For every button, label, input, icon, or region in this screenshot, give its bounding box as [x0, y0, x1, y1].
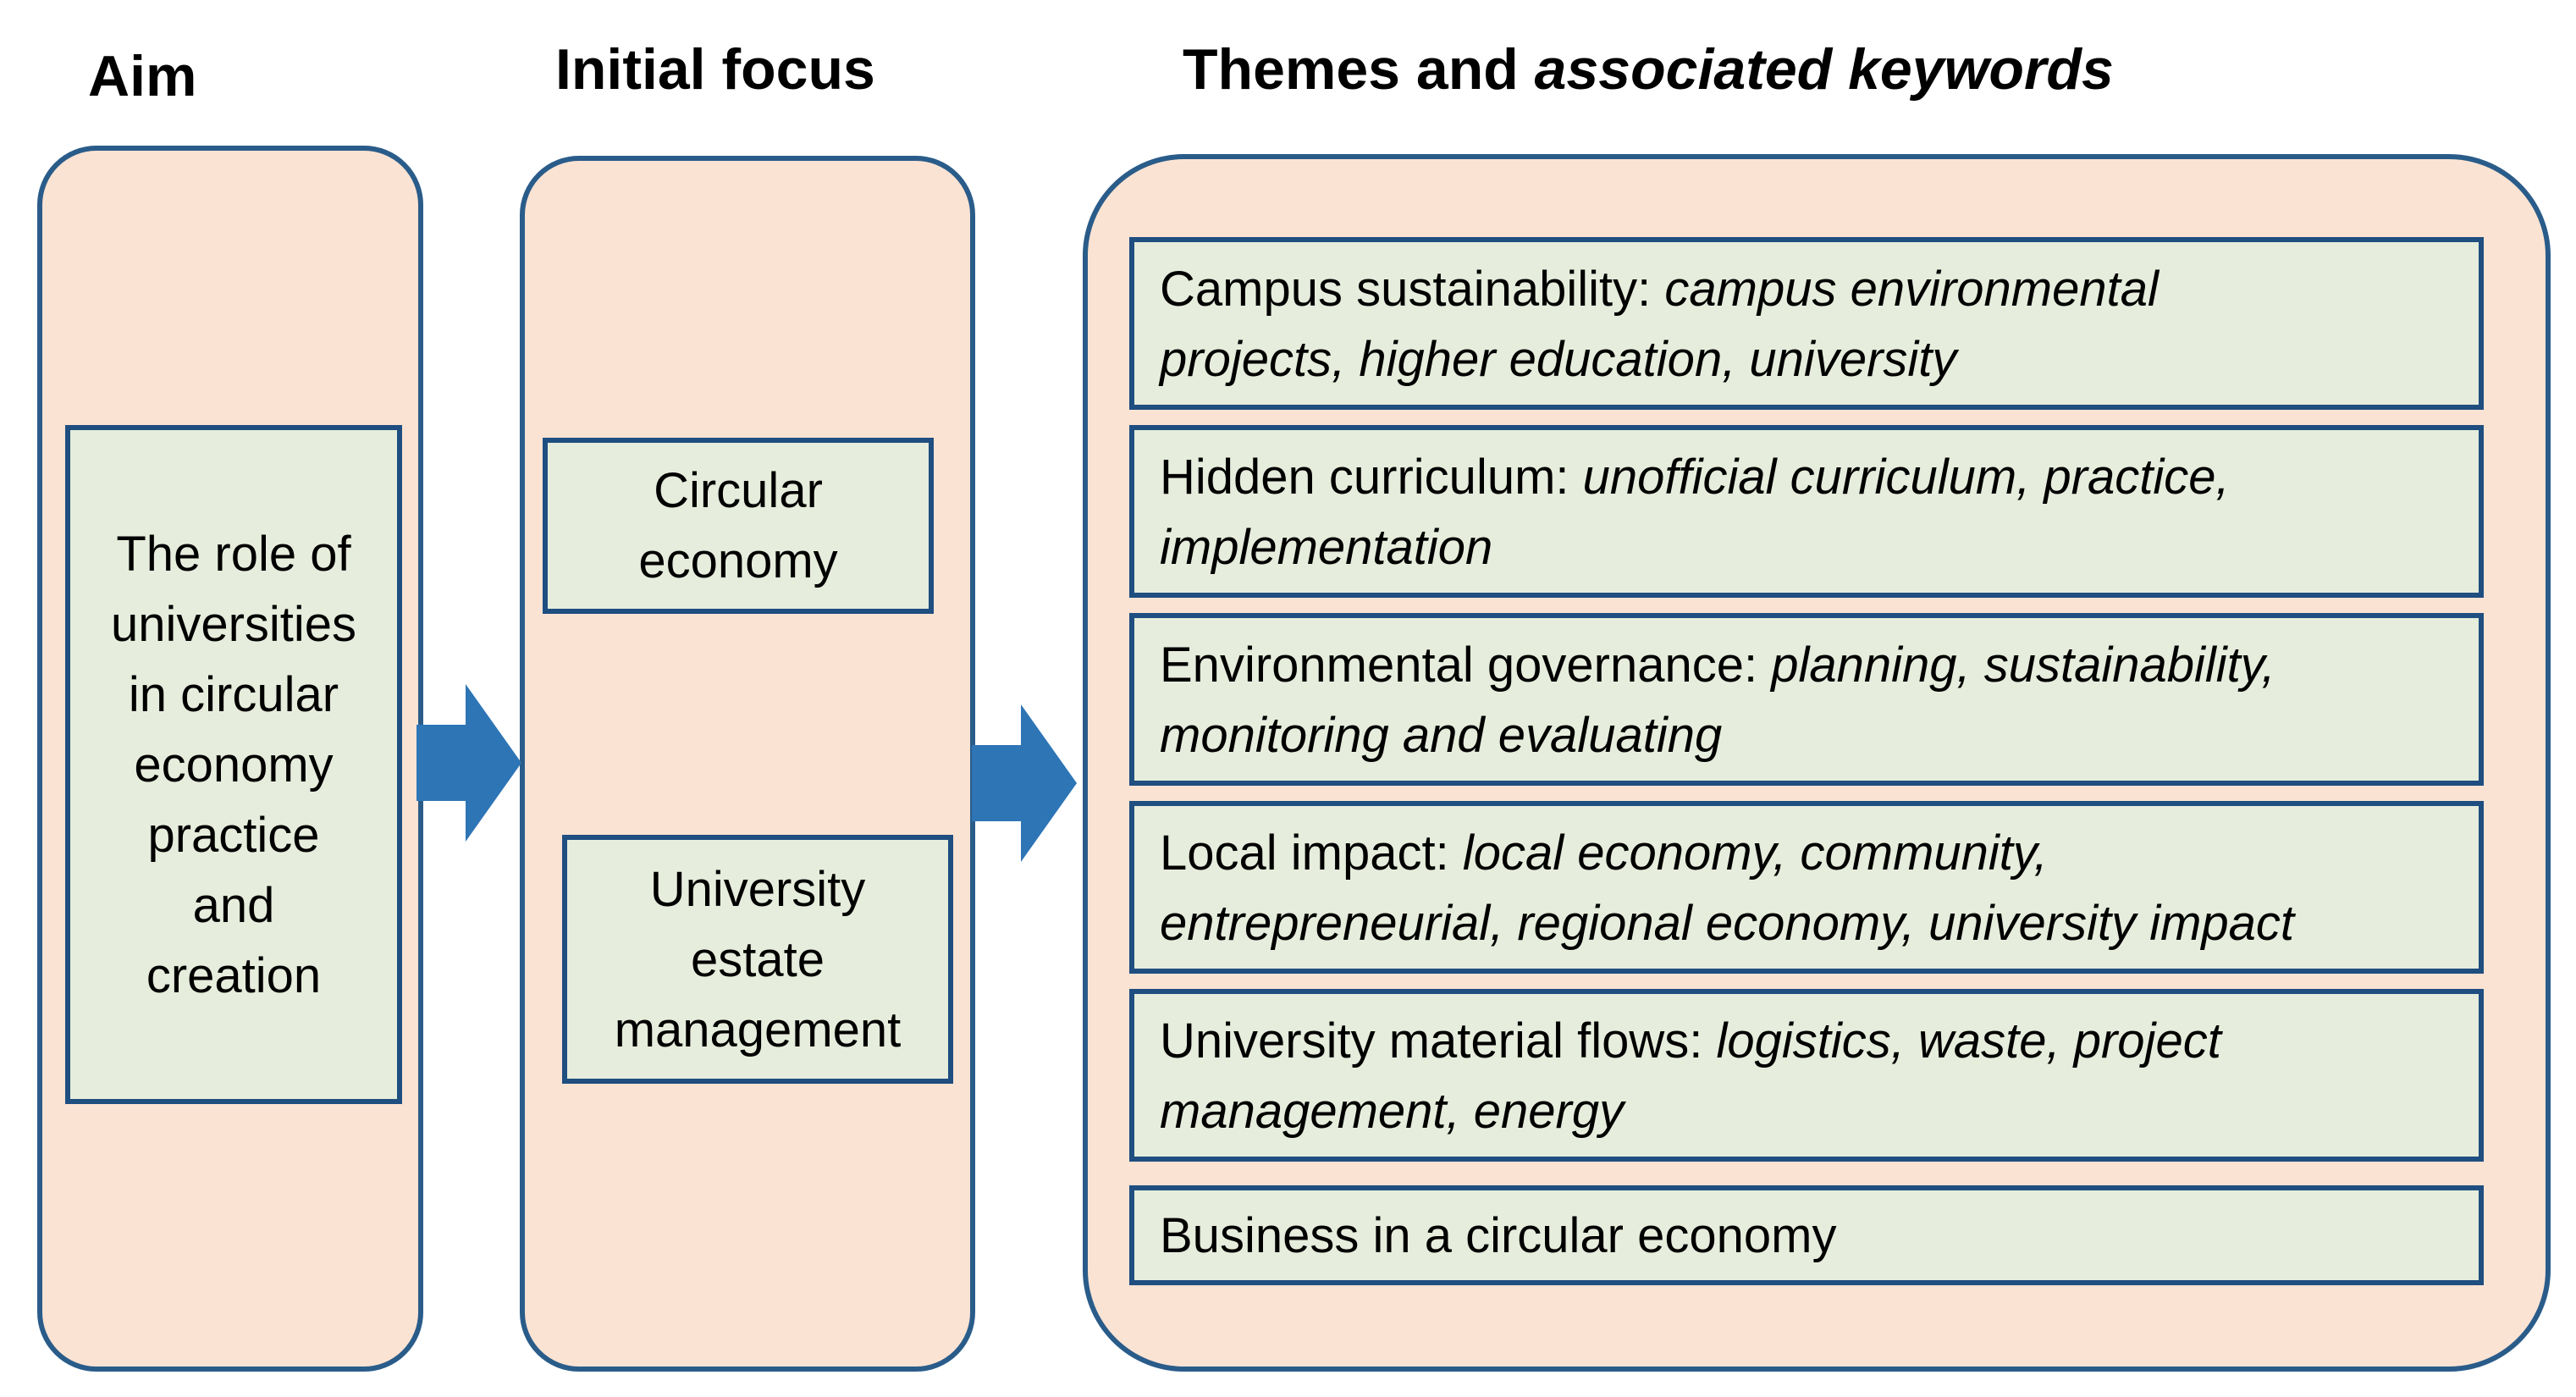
theme-name: University material flows:: [1160, 1013, 1717, 1068]
heading-themes-italic: associated keywords: [1534, 37, 2114, 102]
heading-initial-focus: Initial focus: [555, 37, 875, 102]
theme-keywords: unofficial curriculum, practice,: [1582, 450, 2230, 505]
theme-keywords: logistics, waste, project: [1716, 1013, 2221, 1068]
theme-box: Environmental governance: planning, sust…: [1129, 613, 2484, 786]
theme-box: Hidden curriculum: unofficial curriculum…: [1129, 425, 2484, 598]
theme-box: University material flows: logistics, wa…: [1129, 989, 2484, 1162]
aim-box: The role of universities in circular eco…: [65, 425, 402, 1104]
aim-line: practice: [147, 807, 320, 863]
university-estate-management-text: University estate management: [615, 854, 902, 1065]
theme-name: Hidden curriculum:: [1160, 450, 1583, 505]
aim-line: universities: [110, 596, 357, 652]
focus-line: management: [614, 1002, 902, 1057]
theme-name: Campus sustainability:: [1160, 262, 1665, 317]
theme-line: Campus sustainability: campus environmen…: [1160, 254, 2479, 324]
theme-keywords: planning, sustainability,: [1771, 638, 2275, 693]
theme-line: Environmental governance: planning, sust…: [1160, 630, 2479, 700]
circular-economy-box: Circular economy: [543, 438, 934, 614]
focus-line: economy: [638, 533, 838, 588]
heading-aim: Aim: [88, 44, 197, 108]
theme-box: Local impact: local economy, community, …: [1129, 801, 2484, 974]
aim-line: The role of: [116, 526, 351, 582]
aim-line: and: [192, 877, 275, 933]
theme-name: Environmental governance:: [1160, 638, 1772, 693]
circular-economy-text: Circular economy: [638, 456, 837, 596]
theme-line: Local impact: local economy, community,: [1160, 818, 2479, 888]
theme-box: Campus sustainability: campus environmen…: [1129, 237, 2484, 410]
arrow-right-icon: [416, 684, 521, 842]
theme-keywords: monitoring and evaluating: [1160, 708, 1723, 763]
theme-line: University material flows: logistics, wa…: [1160, 1006, 2479, 1076]
university-estate-management-box: University estate management: [562, 835, 953, 1084]
theme-keywords: projects, higher education, university: [1160, 332, 1957, 387]
focus-line: estate: [690, 931, 825, 987]
theme-keywords: campus environmental: [1664, 262, 2159, 317]
aim-line: in circular: [128, 666, 339, 722]
arrow-right-icon: [972, 704, 1077, 862]
theme-line: implementation: [1160, 512, 2479, 583]
heading-themes: Themes and associated keywords: [1183, 41, 2114, 98]
theme-name: Local impact:: [1160, 826, 1463, 881]
theme-line: management, energy: [1160, 1076, 2479, 1146]
theme-line: projects, higher education, university: [1160, 324, 2479, 395]
aim-line: economy: [134, 737, 334, 792]
focus-line: Circular: [654, 463, 823, 518]
theme-line: entrepreneurial, regional economy, unive…: [1160, 888, 2479, 958]
theme-keywords: entrepreneurial, regional economy, unive…: [1160, 896, 2295, 951]
theme-name: Business in a circular economy: [1160, 1207, 1837, 1263]
theme-line: monitoring and evaluating: [1160, 700, 2479, 770]
theme-keywords: management, energy: [1160, 1084, 1624, 1139]
focus-line: University: [649, 861, 866, 917]
initial-focus-column: [520, 156, 975, 1372]
aim-text: The role of universities in circular eco…: [111, 519, 356, 1011]
theme-keywords: implementation: [1160, 520, 1493, 575]
theme-line: Hidden curriculum: unofficial curriculum…: [1160, 442, 2479, 512]
theme-keywords: local economy, community,: [1462, 826, 2048, 881]
heading-themes-plain: Themes and: [1183, 37, 1535, 102]
theme-line: Business in a circular economy: [1160, 1201, 1836, 1271]
theme-box: Business in a circular economy: [1129, 1185, 2484, 1285]
aim-line: creation: [146, 947, 322, 1003]
